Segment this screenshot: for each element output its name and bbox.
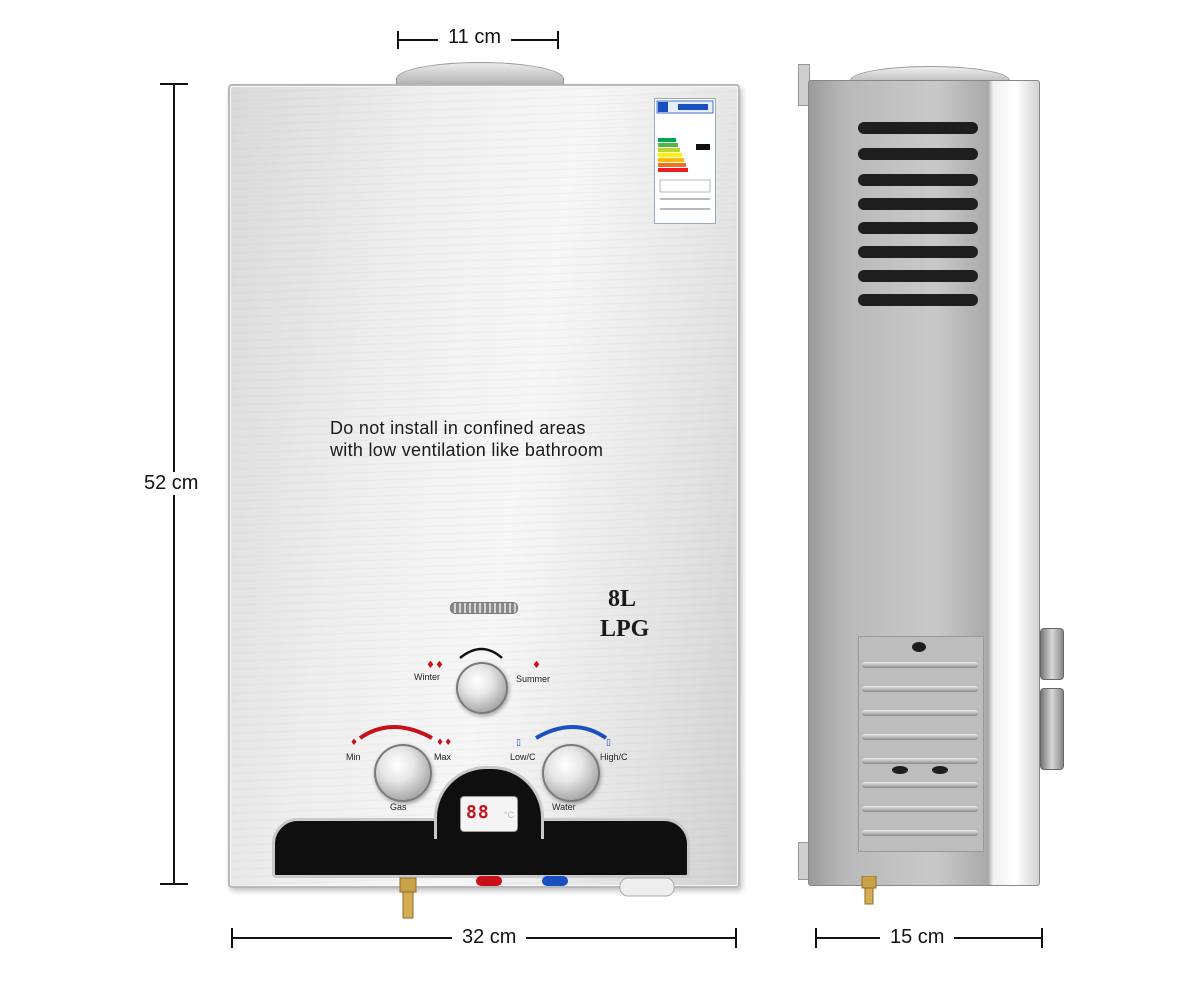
width-label: 32 cm (452, 926, 527, 949)
height-label: 52 cm (134, 472, 209, 495)
warning-text-line1: Do not install in confined areas (330, 418, 586, 438)
gas-min-flame-icon: ♦ (350, 738, 359, 748)
louver (862, 710, 978, 716)
control-arcs (358, 647, 608, 740)
summer-label: Summer (516, 674, 551, 684)
flame-window (450, 602, 518, 614)
side-hole (932, 766, 948, 774)
louver (862, 758, 978, 764)
capacity-label: 8L (608, 586, 637, 612)
louver (862, 734, 978, 740)
water-label: Water (552, 802, 576, 812)
louver (862, 782, 978, 788)
gas-max-flame-icon: ♦♦ (436, 738, 453, 748)
temperature-digits: 88 (466, 802, 490, 823)
flue-width-label: 11 cm (438, 26, 511, 49)
side-knob-mode (1040, 628, 1064, 680)
vent-slot (858, 294, 978, 306)
water-high-icon: ▯ (606, 738, 611, 748)
gas-min-label: Min (346, 752, 361, 762)
summer-flame-icon: ♦ (532, 660, 541, 671)
side-gas-connector (861, 876, 877, 905)
vent-slot (858, 198, 978, 210)
water-high-label: High/C (600, 752, 628, 762)
temperature-display (460, 796, 518, 832)
vent-slot (858, 222, 978, 234)
louver (862, 686, 978, 692)
mode-knob[interactable] (456, 662, 508, 714)
winter-label: Winter (414, 672, 441, 682)
side-hole (912, 642, 926, 652)
vent-slot (858, 122, 978, 134)
side-knob-controls (1040, 688, 1064, 770)
lower-louver-panel (858, 636, 984, 852)
warning-text-line2: with low ventilation like bathroom (330, 440, 604, 460)
louver (862, 806, 978, 812)
gas-label: Gas (390, 802, 407, 812)
water-knob[interactable] (542, 744, 600, 802)
vent-slot (858, 174, 978, 186)
vent-slot (858, 148, 978, 160)
winter-flame-icon: ♦♦ (426, 660, 444, 671)
side-hole (892, 766, 908, 774)
louver (862, 830, 978, 836)
depth-label: 15 cm (880, 926, 955, 949)
gas-knob[interactable] (374, 744, 432, 802)
water-low-icon: ▯ (516, 738, 521, 748)
vent-slot (858, 246, 978, 258)
bottom-connectors (399, 876, 675, 919)
energy-label-sticker (654, 98, 716, 224)
water-low-label: Low/C (510, 752, 536, 762)
heater-front-panel (228, 84, 740, 888)
louver (862, 662, 978, 668)
vent-slot (858, 270, 978, 282)
fuel-type-label: LPG (600, 616, 650, 642)
temperature-unit: °C (504, 810, 515, 820)
gas-max-label: Max (434, 752, 452, 762)
